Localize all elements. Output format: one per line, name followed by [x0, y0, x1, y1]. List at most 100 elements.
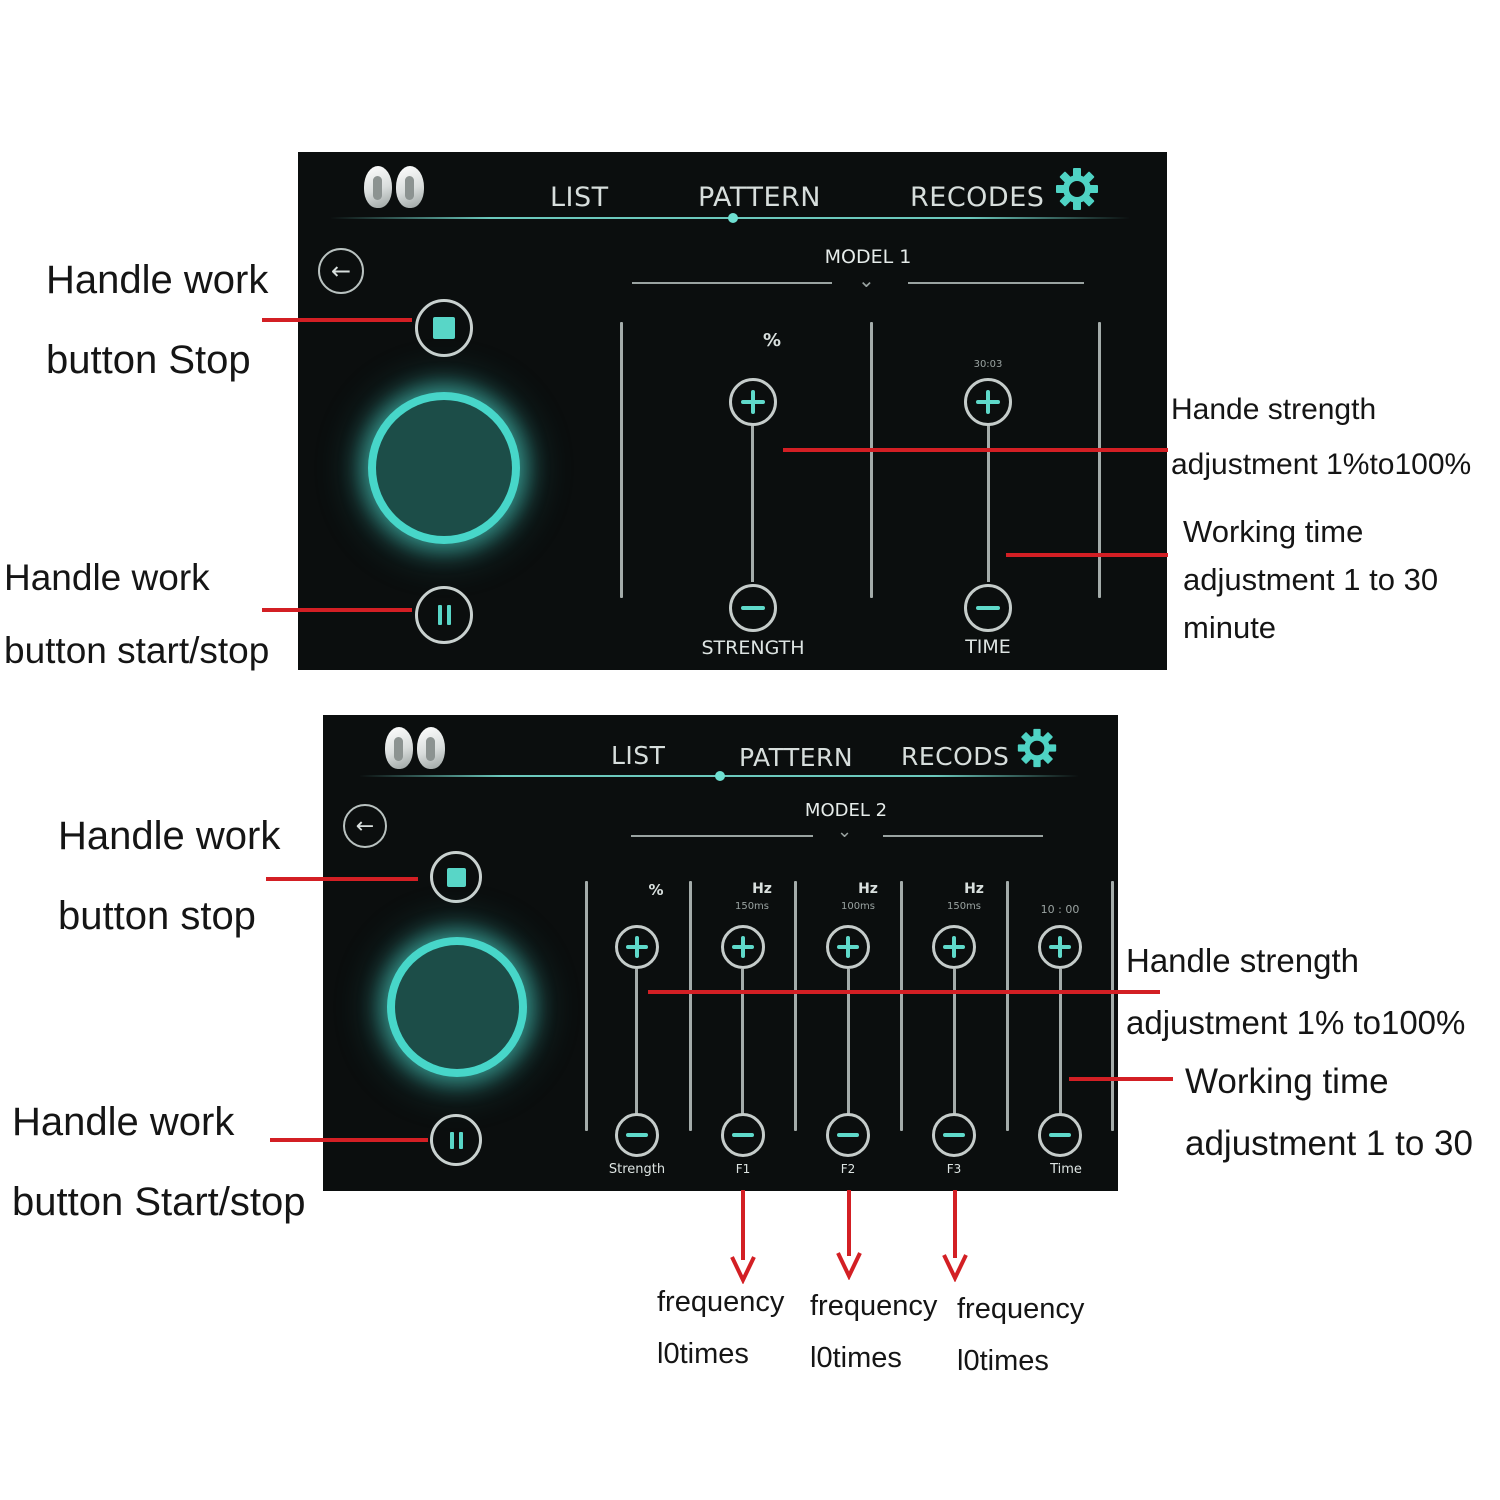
f3-label: F3	[946, 1162, 962, 1176]
time-value: 10 : 00	[1040, 903, 1080, 916]
strength-slider-track[interactable]	[635, 969, 638, 1115]
arrow-down-icon	[730, 1256, 756, 1284]
time-plus-button[interactable]	[964, 378, 1012, 426]
earbuds-icon	[385, 727, 445, 769]
annotation-top-strength-line1: Hande strength	[1171, 393, 1377, 426]
stop-icon	[446, 867, 466, 887]
strength-minus-button[interactable]	[729, 584, 777, 632]
frequency-label-f2-line1: frequency	[810, 1290, 938, 1322]
f2-plus-button[interactable]	[826, 925, 870, 969]
leader-line	[783, 448, 1168, 452]
slider-divider	[1098, 322, 1101, 598]
f2-label: F2	[840, 1162, 856, 1176]
slider-divider	[900, 881, 903, 1131]
model-underline-left	[631, 835, 813, 837]
annotation-bottom-strength-line1: Handle strength	[1126, 942, 1359, 979]
f3-unit: Hz	[964, 881, 984, 897]
leader-line	[262, 608, 412, 612]
stop-button[interactable]	[415, 299, 473, 357]
f3-minus-button[interactable]	[932, 1113, 976, 1157]
strength-slider-track[interactable]	[751, 422, 754, 582]
tab-list[interactable]: LIST	[611, 741, 666, 770]
annotation-bottom-stop-line2: button stop	[58, 894, 256, 938]
frequency-label-f1-line1: frequency	[657, 1286, 785, 1318]
time-plus-button[interactable]	[1038, 925, 1082, 969]
tab-list[interactable]: LIST	[550, 182, 609, 213]
time-slider-track[interactable]	[1059, 969, 1062, 1115]
f1-slider-track[interactable]	[741, 969, 744, 1115]
annotation-bottom-start-line2: button Start/stop	[12, 1180, 306, 1224]
leader-line	[266, 877, 418, 881]
strength-plus-button[interactable]	[729, 378, 777, 426]
f3-value: 150ms	[946, 901, 982, 912]
leader-line	[1069, 1077, 1173, 1081]
back-arrow-icon[interactable]: ←	[318, 248, 364, 294]
f3-plus-button[interactable]	[932, 925, 976, 969]
annotation-top-start-line2: button start/stop	[4, 630, 270, 671]
slider-divider	[1006, 881, 1009, 1131]
strength-plus-button[interactable]	[615, 925, 659, 969]
model-underline-left	[632, 282, 832, 284]
frequency-arrow	[847, 1190, 851, 1256]
f1-plus-button[interactable]	[721, 925, 765, 969]
annotation-top-strength-line2: adjustment 1%to100%	[1171, 448, 1472, 481]
slider-divider	[689, 881, 692, 1131]
annotation-bottom-stop-line1: Handle work	[58, 814, 281, 858]
f3-slider-track[interactable]	[953, 969, 956, 1115]
app-screen-model-1: LIST PATTERN RECODES ← MODEL 1 ⌄ %	[298, 152, 1167, 670]
start-stop-button[interactable]	[430, 1114, 482, 1166]
f1-minus-button[interactable]	[721, 1113, 765, 1157]
time-label: TIME	[965, 636, 1011, 658]
start-stop-button[interactable]	[415, 586, 473, 644]
arrow-down-icon	[942, 1254, 968, 1282]
model-title: MODEL 1	[824, 246, 912, 268]
annotation-top-time-line2: adjustment 1 to 30	[1183, 562, 1439, 597]
leader-line	[270, 1138, 428, 1142]
model-title: MODEL 2	[804, 800, 888, 821]
handle-work-indicator[interactable]	[395, 945, 519, 1069]
handle-work-indicator[interactable]	[376, 400, 512, 536]
tab-pattern[interactable]: PATTERN	[698, 182, 821, 213]
f2-minus-button[interactable]	[826, 1113, 870, 1157]
time-minus-button[interactable]	[964, 584, 1012, 632]
annotation-top-stop-line2: button Stop	[46, 338, 251, 382]
annotation-bottom-time-line2: adjustment 1 to 30	[1185, 1124, 1473, 1163]
pause-icon	[437, 605, 451, 625]
leader-line	[1006, 553, 1168, 557]
annotation-top-time-line1: Working time	[1183, 514, 1364, 549]
leader-line	[648, 990, 1160, 994]
strength-unit: %	[648, 881, 664, 899]
nav-active-indicator	[715, 771, 725, 781]
annotation-top-time-line3: minute	[1183, 610, 1277, 645]
arrow-down-icon	[836, 1252, 862, 1280]
stop-icon	[433, 317, 455, 339]
model-underline-right	[908, 282, 1084, 284]
tab-pattern[interactable]: PATTERN	[739, 743, 854, 772]
tab-recods[interactable]: RECODS	[901, 742, 1010, 771]
frequency-label-f3-line2: l0times	[957, 1345, 1049, 1377]
f1-unit: Hz	[752, 881, 772, 897]
f1-value: 150ms	[734, 901, 770, 912]
strength-minus-button[interactable]	[615, 1113, 659, 1157]
f2-slider-track[interactable]	[847, 969, 850, 1115]
nav-active-indicator	[728, 213, 738, 223]
frequency-label-f1-line2: l0times	[657, 1338, 749, 1370]
gear-icon[interactable]	[1016, 727, 1058, 769]
time-minus-button[interactable]	[1038, 1113, 1082, 1157]
gear-icon[interactable]	[1054, 166, 1100, 212]
pause-icon	[449, 1131, 463, 1149]
time-slider-track[interactable]	[987, 422, 990, 582]
tab-recodes[interactable]: RECODES	[910, 182, 1045, 213]
time-value: 30:03	[973, 359, 1003, 370]
chevron-down-icon[interactable]: ⌄	[858, 268, 875, 292]
stop-button[interactable]	[430, 851, 482, 903]
f2-unit: Hz	[858, 881, 878, 897]
slider-divider	[870, 322, 873, 598]
back-arrow-icon[interactable]: ←	[343, 804, 387, 848]
f1-label: F1	[735, 1162, 751, 1176]
frequency-arrow	[741, 1190, 745, 1260]
annotation-bottom-strength-line2: adjustment 1% to100%	[1126, 1004, 1466, 1041]
annotation-bottom-time-line1: Working time	[1185, 1062, 1389, 1101]
chevron-down-icon[interactable]: ⌄	[837, 821, 853, 842]
time-label: Time	[1050, 1162, 1082, 1177]
